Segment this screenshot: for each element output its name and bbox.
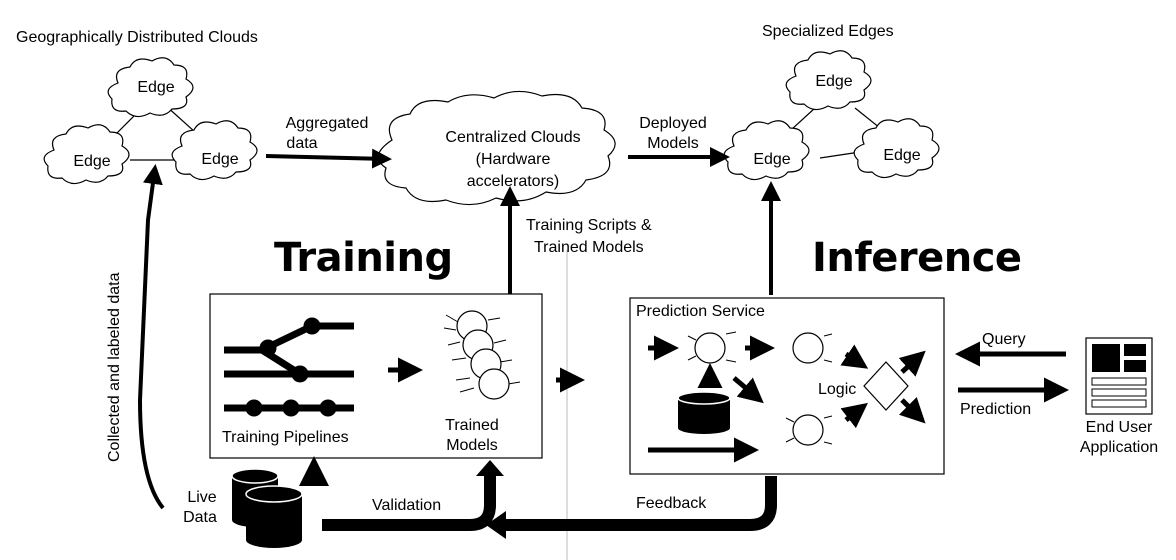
collected-data-arrow — [137, 164, 165, 510]
prediction-database-icon — [677, 391, 731, 434]
training-scripts-label-1: Training Scripts & — [526, 217, 652, 234]
live-data-icon — [231, 468, 303, 548]
edge-top-label: Edge — [137, 79, 175, 96]
aggregated-arrow — [265, 148, 392, 169]
trained-models-label-2: Models — [446, 437, 498, 454]
training-pipelines-label: Training Pipelines — [222, 429, 349, 446]
deployed-label-2: Models — [647, 135, 699, 152]
edge-cloud-top — [107, 57, 194, 118]
aggregated-label-2: data — [286, 135, 318, 152]
end-user-label-2: Application — [1079, 439, 1159, 456]
training-scripts-label-2: Trained Models — [534, 239, 644, 256]
collected-data-label: Collected and labeled data — [106, 272, 123, 462]
spec-edge-left-label: Edge — [753, 151, 791, 168]
centralized-cloud — [377, 90, 616, 206]
validation-label: Validation — [372, 497, 442, 514]
specialized-edges-title: Specialized Edges — [762, 23, 894, 40]
edge-left-label: Edge — [73, 153, 111, 170]
spec-edge-cloud-top — [785, 50, 872, 111]
spec-edge-cloud-left — [723, 120, 810, 181]
training-heading: Training — [274, 235, 453, 281]
end-user-label-1: End User — [1085, 419, 1153, 436]
validation-arrow — [322, 468, 496, 531]
feedback-label: Feedback — [636, 495, 707, 512]
edge-cloud-left — [43, 124, 130, 185]
inference-heading: Inference — [812, 235, 1022, 281]
spec-edge-right-label: Edge — [883, 147, 921, 164]
trained-models-label-1: Trained — [445, 417, 499, 434]
aggregated-label-1: Aggregated — [285, 115, 369, 132]
prediction-graphic — [648, 331, 926, 463]
validation-arrowhead — [476, 460, 504, 476]
end-user-app-icon — [1085, 337, 1153, 415]
centralized-label-1: Centralized Clouds — [445, 129, 581, 146]
feedback-arrow — [500, 476, 777, 531]
centralized-label-2: (Hardware — [475, 151, 551, 168]
centralized-label-3: accelerators) — [466, 173, 560, 190]
spec-edge-top-label: Edge — [815, 73, 853, 90]
spec-edge-cloud-right — [853, 118, 940, 179]
feedback-arrowhead — [486, 511, 506, 539]
edge-right-label: Edge — [201, 151, 239, 168]
pipeline-graphic — [224, 317, 354, 417]
edge-cloud-right — [171, 120, 258, 181]
live-data-label-1: Live — [187, 489, 217, 506]
logic-label: Logic — [818, 381, 857, 398]
geo-clouds-title: Geographically Distributed Clouds — [16, 29, 258, 46]
live-data-label-2: Data — [183, 509, 217, 526]
trained-models-graphic — [443, 310, 521, 400]
deployed-label-1: Deployed — [639, 115, 707, 132]
query-label: Query — [982, 331, 1026, 348]
prediction-label: Prediction — [960, 401, 1032, 418]
prediction-service-label: Prediction Service — [636, 303, 765, 320]
